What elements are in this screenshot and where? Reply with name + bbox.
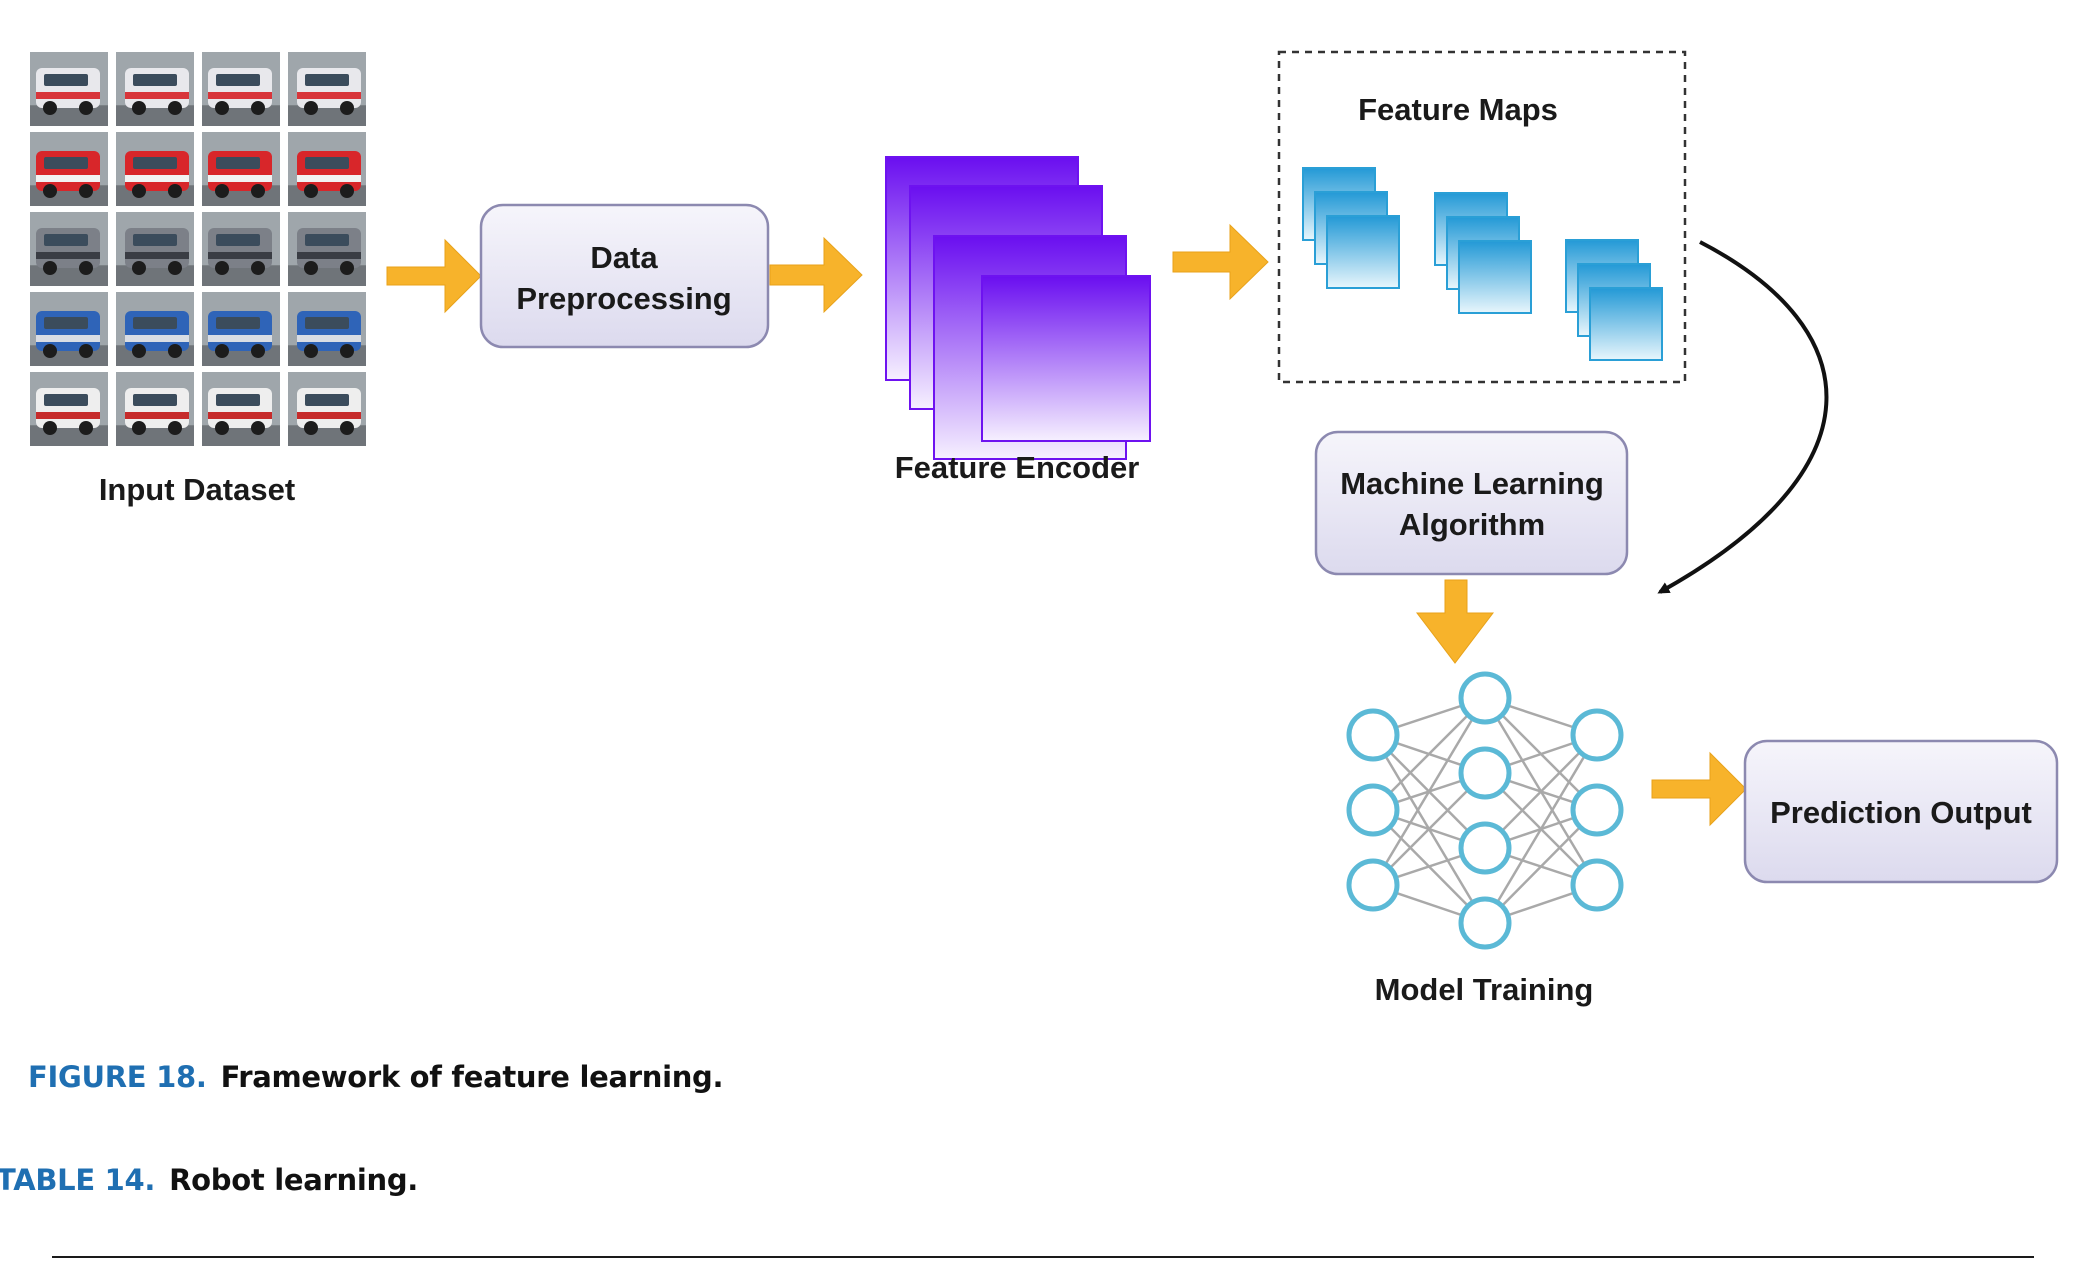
table-top-rule — [52, 1256, 2034, 1258]
network-node — [1570, 858, 1624, 912]
figure-caption-text: Framework of feature learning. — [220, 1060, 724, 1094]
network-node — [1458, 746, 1512, 800]
figure-caption: FIGURE 18. Framework of feature learning. — [28, 1060, 724, 1094]
network-node — [1458, 896, 1512, 950]
dataset-thumbnail — [202, 132, 280, 206]
curved-arrow-icon — [1657, 240, 1829, 594]
ml-label-line1: Machine Learning — [1340, 466, 1604, 501]
table-caption: TABLE 14. Robot learning. — [0, 1163, 418, 1197]
dataset-thumbnail — [116, 52, 194, 126]
dataset-thumbnail — [30, 372, 108, 446]
dataset-thumbnail — [30, 52, 108, 126]
network-connection — [1484, 734, 1598, 849]
table-caption-text: Robot learning. — [169, 1163, 419, 1197]
feature-map-group-2 — [1434, 192, 1532, 314]
feature-map-group-1 — [1302, 167, 1400, 289]
input-dataset-grid — [30, 52, 366, 446]
network-node — [1346, 783, 1400, 837]
feature-map-group-3 — [1565, 239, 1663, 361]
network-node — [1458, 821, 1512, 875]
dataset-thumbnail — [288, 132, 366, 206]
feature-encoder-label: Feature Encoder — [895, 450, 1140, 485]
network-connection — [1483, 734, 1599, 924]
dataset-thumbnail — [116, 372, 194, 446]
flow-arrow-icon — [1415, 579, 1495, 664]
feature-maps-title: Feature Maps — [1358, 92, 1558, 127]
dataset-thumbnail — [288, 372, 366, 446]
network-node — [1346, 858, 1400, 912]
dataset-thumbnail — [288, 212, 366, 286]
dataset-thumbnail — [202, 372, 280, 446]
dataset-thumbnail — [202, 292, 280, 366]
prediction-output-label: Prediction Output — [1770, 795, 2032, 830]
feature-maps-box: Feature Maps — [1277, 50, 1687, 384]
network-node — [1458, 671, 1512, 725]
figure-number: FIGURE 18. — [28, 1060, 207, 1094]
flow-arrow-icon — [1651, 751, 1747, 827]
ml-label-line2: Algorithm — [1399, 507, 1545, 542]
flow-arrow-icon — [769, 236, 863, 314]
dataset-thumbnail — [30, 132, 108, 206]
model-training-label: Model Training — [1375, 972, 1594, 1007]
network-node — [1570, 708, 1624, 762]
neural-network-icon — [1346, 671, 1624, 950]
dataset-thumbnail — [30, 292, 108, 366]
preprocessing-label-line2: Preprocessing — [516, 281, 731, 316]
prediction-output-box: Prediction Output — [1743, 739, 2059, 884]
network-connection — [1484, 809, 1598, 924]
preprocessing-label-line1: Data — [590, 240, 658, 275]
dataset-thumbnail — [288, 52, 366, 126]
data-preprocessing-box: Data Preprocessing — [479, 203, 770, 349]
feature-encoder-stack — [885, 156, 1151, 460]
dataset-thumbnail — [30, 212, 108, 286]
table-number: TABLE 14. — [0, 1163, 156, 1197]
flow-arrow-icon — [386, 238, 482, 314]
network-node — [1570, 783, 1624, 837]
dataset-thumbnail — [116, 132, 194, 206]
dataset-thumbnail — [288, 292, 366, 366]
input-dataset-label: Input Dataset — [99, 472, 295, 507]
dataset-thumbnail — [116, 212, 194, 286]
dataset-thumbnail — [116, 292, 194, 366]
dataset-thumbnail — [202, 212, 280, 286]
dataset-thumbnail — [202, 52, 280, 126]
flow-arrow-icon — [1172, 223, 1269, 301]
network-connection — [1371, 697, 1487, 886]
ml-algorithm-box: Machine Learning Algorithm — [1314, 430, 1629, 576]
network-node — [1346, 708, 1400, 762]
